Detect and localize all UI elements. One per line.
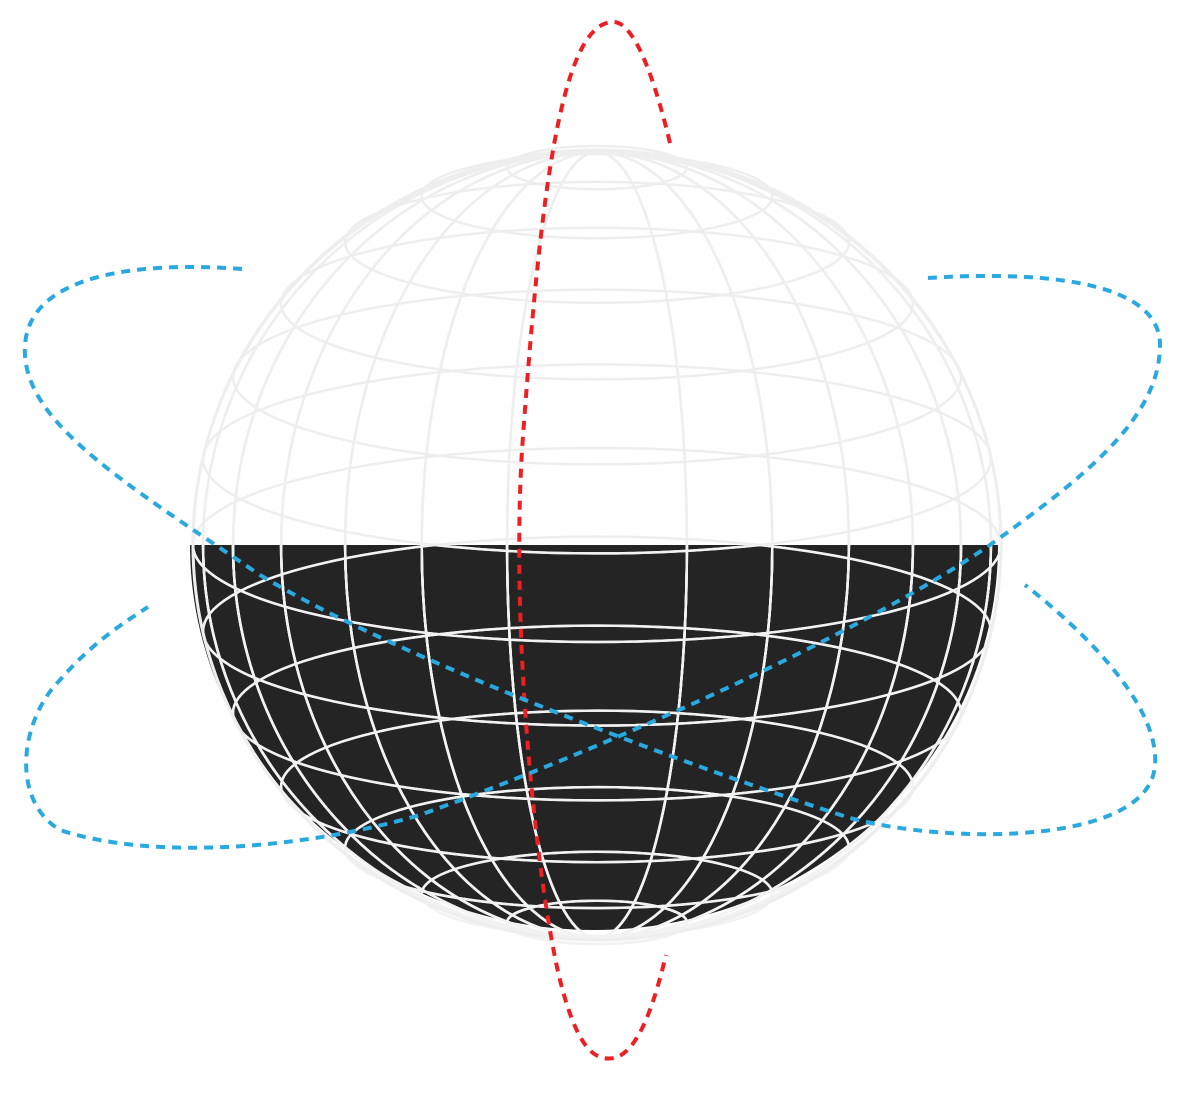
- horizontal-orbit-b: [24, 273, 1163, 850]
- latitude-line: [191, 545, 1003, 644]
- latitude-line: [201, 363, 993, 555]
- sphere-outline: [191, 148, 1003, 942]
- sphere-shaded-half: [190, 545, 998, 930]
- meridian-line: [505, 545, 689, 940]
- latitude-line: [420, 850, 774, 938]
- sphere-grid-shaded: [191, 545, 1003, 946]
- horizontal-orbit-a: [22, 264, 1158, 837]
- latitude-line: [423, 545, 771, 555]
- latitude-line: [279, 226, 915, 381]
- orbit-group: [22, 19, 1163, 1061]
- latitude-line: [231, 288, 963, 466]
- latitude-line: [279, 709, 915, 864]
- latitude-line: [420, 152, 774, 240]
- vertical-orbit: [517, 19, 672, 1061]
